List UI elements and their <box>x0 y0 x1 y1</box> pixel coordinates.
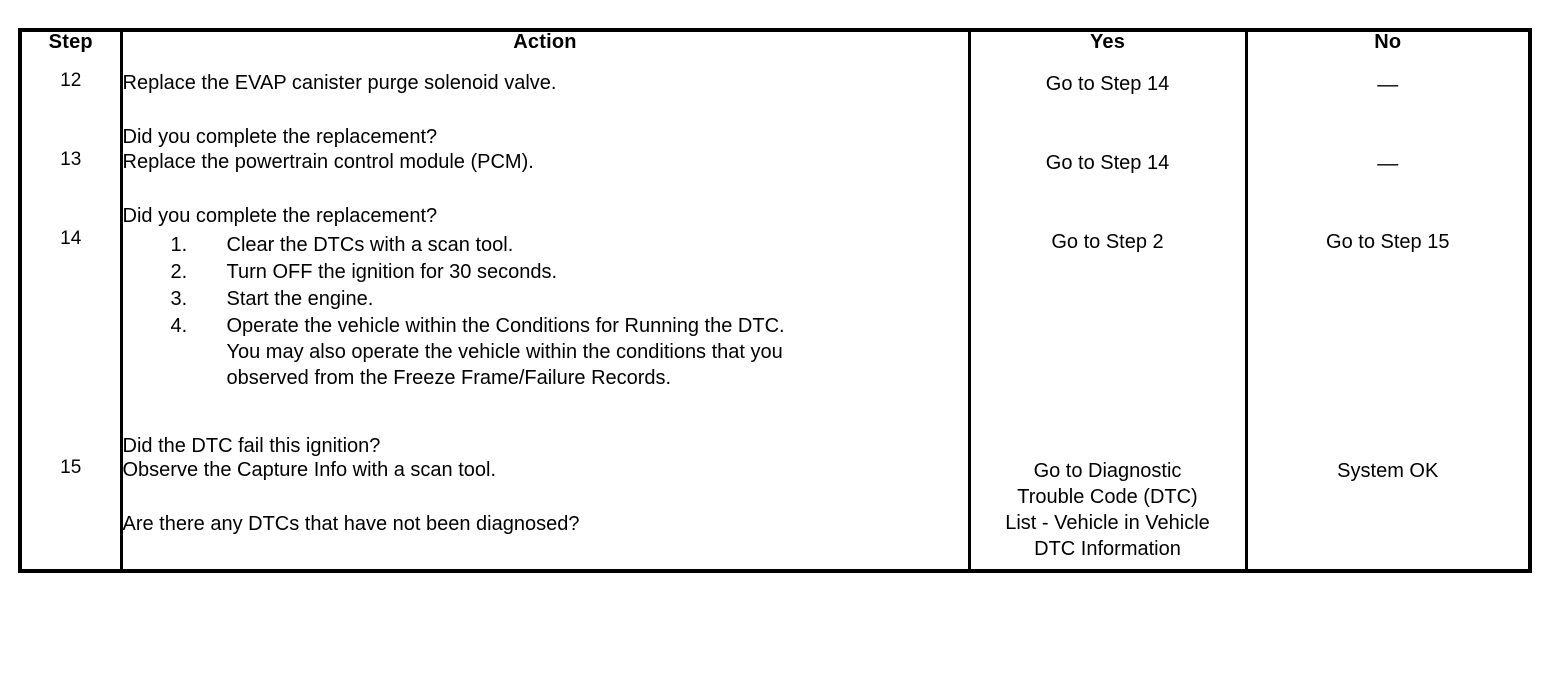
no-cell: Go to Step 15 <box>1244 228 1530 458</box>
no-answer: — <box>1377 73 1399 96</box>
column-header-action: Action <box>119 30 969 71</box>
action-question: Did the DTC fail this ignition? <box>122 434 381 457</box>
spacer <box>123 482 968 512</box>
list-item-text: Operate the vehicle within the Condition… <box>227 313 968 391</box>
table-body: 12 Replace the EVAP canister purge solen… <box>20 71 1530 571</box>
yes-cell: Go to Step 14 <box>967 149 1246 229</box>
table-row: 13 Replace the powertrain control module… <box>20 149 1530 229</box>
list-item-number: 2. <box>170 260 188 283</box>
list-item-number: 1. <box>170 233 188 256</box>
list-item-line: You may also operate the vehicle within … <box>226 340 783 363</box>
yes-cell: Go to Step 2 <box>967 228 1246 458</box>
step-number: 12 <box>20 71 121 150</box>
yes-answer-line: DTC Information <box>1034 537 1181 560</box>
list-item: 1. Clear the DTCs with a scan tool. <box>123 232 968 258</box>
spacer <box>123 174 968 204</box>
list-item-text: Clear the DTCs with a scan tool. <box>227 232 968 258</box>
no-answer: Go to Step 15 <box>1326 230 1450 253</box>
step-number: 14 <box>20 229 121 458</box>
list-item-line: Clear the DTCs with a scan tool. <box>226 233 514 256</box>
list-item-line: Start the engine. <box>226 287 374 310</box>
action-instruction: Replace the powertrain control module (P… <box>122 150 534 173</box>
list-item: 3. Start the engine. <box>123 286 968 312</box>
action-question: Are there any DTCs that have not been di… <box>122 513 580 536</box>
column-header-step: Step <box>20 30 121 71</box>
action-question: Did you complete the replacement? <box>122 205 438 228</box>
action-instruction: Replace the EVAP canister purge solenoid… <box>122 72 557 94</box>
column-header-no: No <box>1244 30 1530 71</box>
yes-cell: Go to Step 14 <box>967 71 1246 150</box>
list-item-text: Turn OFF the ignition for 30 seconds. <box>227 259 968 285</box>
yes-answer-line: Go to Diagnostic <box>1033 459 1182 482</box>
no-cell: — <box>1244 71 1530 150</box>
yes-answer-line: List - Vehicle in Vehicle <box>1005 511 1210 534</box>
table-row: 12 Replace the EVAP canister purge solen… <box>20 71 1530 150</box>
list-item-number: 4. <box>170 314 188 337</box>
step-number: 13 <box>20 149 121 229</box>
action-cell: Observe the Capture Info with a scan too… <box>119 457 969 571</box>
table-row: 15 Observe the Capture Info with a scan … <box>20 457 1530 571</box>
yes-answer-line: Trouble Code (DTC) <box>1017 485 1198 508</box>
no-answer: System OK <box>1337 459 1439 482</box>
list-item-line: Turn OFF the ignition for 30 seconds. <box>226 260 558 283</box>
list-item: 2. Turn OFF the ignition for 30 seconds. <box>123 259 968 285</box>
list-item: 4. Operate the vehicle within the Condit… <box>123 313 968 391</box>
yes-answer: Go to Step 14 <box>1045 151 1170 174</box>
action-cell: Replace the EVAP canister purge solenoid… <box>119 71 969 150</box>
list-item-line: Operate the vehicle within the Condition… <box>226 314 785 337</box>
table-row: 14 1. Clear the DTCs with a scan tool. 2… <box>20 229 1530 458</box>
action-numbered-list: 1. Clear the DTCs with a scan tool. 2. T… <box>123 232 968 391</box>
spacer <box>123 392 968 434</box>
yes-answer: Go to Step 2 <box>1051 230 1164 253</box>
column-header-yes: Yes <box>967 30 1246 71</box>
action-cell: Replace the powertrain control module (P… <box>119 149 969 229</box>
yes-answer: Go to Step 14 <box>1045 73 1170 95</box>
table-header: Step Action Yes No <box>20 30 1530 71</box>
step-number: 15 <box>20 457 121 571</box>
no-answer: — <box>1377 151 1399 175</box>
list-item-number: 3. <box>170 287 188 310</box>
action-cell: 1. Clear the DTCs with a scan tool. 2. T… <box>119 228 969 458</box>
no-cell: — <box>1244 149 1530 229</box>
header-row: Step Action Yes No <box>20 30 1530 71</box>
action-question: Did you complete the replacement? <box>122 126 438 149</box>
list-item-text: Start the engine. <box>227 286 968 312</box>
action-instruction: Observe the Capture Info with a scan too… <box>122 458 497 481</box>
no-cell: System OK <box>1244 457 1530 571</box>
yes-cell: Go to Diagnostic Trouble Code (DTC) List… <box>967 457 1246 571</box>
diagnostic-procedure-table: Step Action Yes No 12 Replace the EVAP c… <box>18 28 1532 573</box>
list-item-line: observed from the Freeze Frame/Failure R… <box>226 366 672 389</box>
spacer <box>123 95 968 125</box>
